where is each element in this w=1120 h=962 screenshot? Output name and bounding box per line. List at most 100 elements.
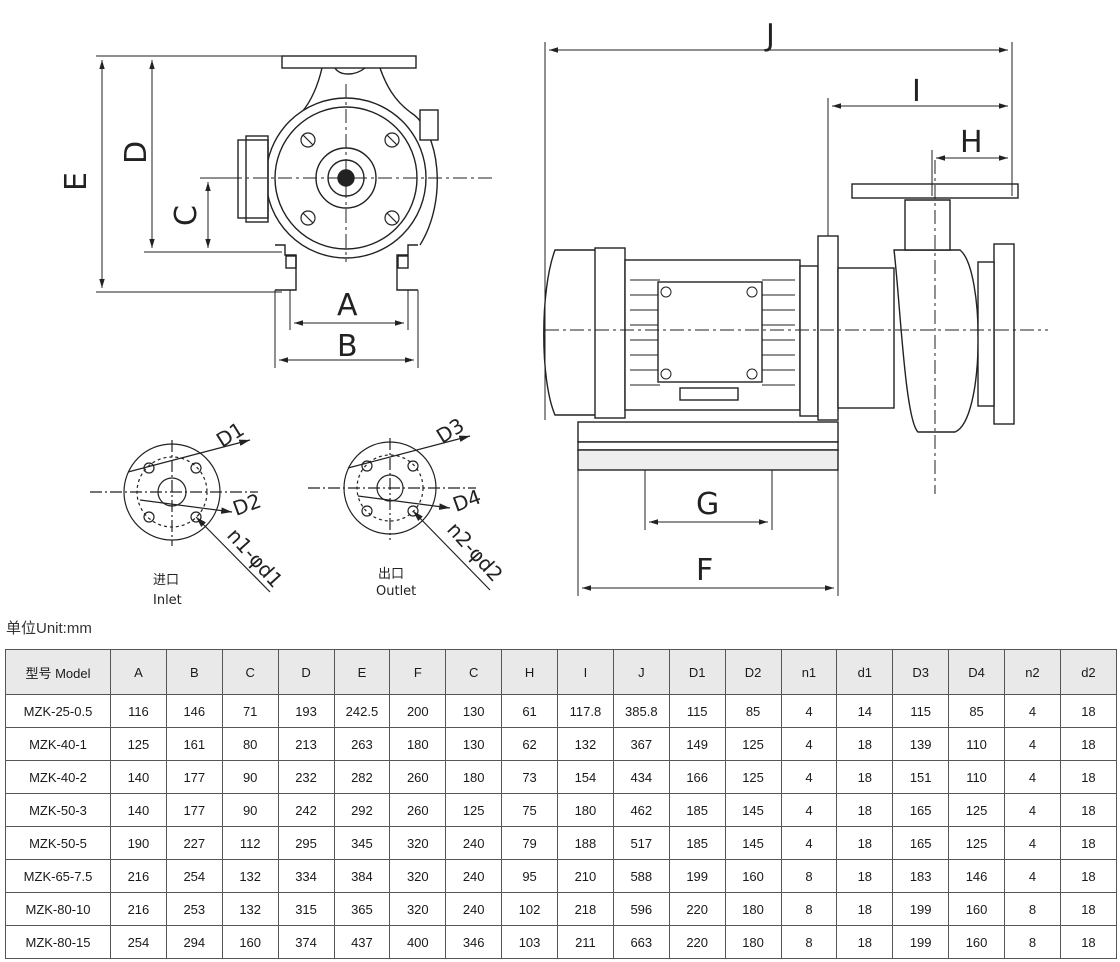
dim-label-d4: D4 bbox=[450, 485, 485, 517]
table-cell: 139 bbox=[892, 727, 950, 761]
table-cell: 385.8 bbox=[612, 694, 670, 728]
outlet-caption-en: Outlet bbox=[376, 584, 416, 599]
table-cell: 151 bbox=[892, 760, 950, 794]
table-cell: 232 bbox=[277, 760, 335, 794]
table-cell: 18 bbox=[836, 859, 894, 893]
table-cell: 154 bbox=[557, 760, 614, 794]
table-cell: 434 bbox=[612, 760, 670, 794]
table-cell: 18 bbox=[1059, 826, 1118, 860]
side-view-dimensions bbox=[544, 42, 1013, 596]
table-cell: 132 bbox=[221, 892, 279, 926]
model-cell: MZK-40-1 bbox=[5, 727, 111, 761]
table-cell: 216 bbox=[110, 892, 167, 926]
table-cell: 188 bbox=[557, 826, 614, 860]
table-cell: 346 bbox=[445, 925, 503, 959]
outlet-flange-drawing bbox=[308, 435, 491, 591]
table-cell: 116 bbox=[110, 694, 167, 728]
inlet-flange-drawing bbox=[90, 439, 271, 593]
table-cell: 4 bbox=[780, 793, 838, 827]
table-cell: 132 bbox=[221, 859, 279, 893]
model-cell: MZK-25-0.5 bbox=[5, 694, 111, 728]
table-header-cell: D2 bbox=[724, 649, 782, 695]
table-cell: 71 bbox=[221, 694, 279, 728]
table-cell: 177 bbox=[165, 760, 223, 794]
table-cell: 160 bbox=[724, 859, 782, 893]
model-cell: MZK-80-10 bbox=[5, 892, 111, 926]
table-cell: 90 bbox=[221, 793, 279, 827]
table-cell: 125 bbox=[445, 793, 503, 827]
front-view bbox=[228, 55, 494, 291]
table-cell: 199 bbox=[668, 859, 726, 893]
table-cell: 365 bbox=[333, 892, 391, 926]
table-cell: 18 bbox=[1059, 925, 1118, 959]
table-cell: 132 bbox=[557, 727, 614, 761]
table-cell: 242 bbox=[277, 793, 335, 827]
table-cell: 213 bbox=[277, 727, 335, 761]
table-cell: 103 bbox=[501, 925, 558, 959]
table-cell: 80 bbox=[221, 727, 279, 761]
table-cell: 193 bbox=[277, 694, 335, 728]
table-cell: 211 bbox=[557, 925, 614, 959]
table-cell: 437 bbox=[333, 925, 391, 959]
table-cell: 180 bbox=[557, 793, 614, 827]
table-cell: 295 bbox=[277, 826, 335, 860]
table-cell: 166 bbox=[668, 760, 726, 794]
table-cell: 8 bbox=[780, 859, 838, 893]
table-cell: 220 bbox=[668, 925, 726, 959]
table-cell: 384 bbox=[333, 859, 391, 893]
table-cell: 18 bbox=[1059, 727, 1118, 761]
table-cell: 183 bbox=[892, 859, 950, 893]
table-cell: 4 bbox=[1004, 694, 1061, 728]
table-cell: 115 bbox=[892, 694, 950, 728]
table-cell: 161 bbox=[165, 727, 223, 761]
table-header-cell: D1 bbox=[668, 649, 726, 695]
table-cell: 18 bbox=[1059, 694, 1118, 728]
table-cell: 240 bbox=[445, 859, 503, 893]
dim-label-h: H bbox=[960, 125, 983, 160]
table-cell: 4 bbox=[1004, 859, 1061, 893]
table-cell: 199 bbox=[892, 925, 950, 959]
model-cell: MZK-80-15 bbox=[5, 925, 111, 959]
table-cell: 253 bbox=[165, 892, 223, 926]
dim-label-e: E bbox=[59, 172, 94, 191]
table-header-cell: d2 bbox=[1059, 649, 1118, 695]
table-cell: 254 bbox=[110, 925, 167, 959]
table-cell: 145 bbox=[724, 826, 782, 860]
table-cell: 240 bbox=[445, 892, 503, 926]
table-cell: 200 bbox=[389, 694, 447, 728]
table-cell: 663 bbox=[612, 925, 670, 959]
table-cell: 254 bbox=[165, 859, 223, 893]
table-cell: 8 bbox=[780, 892, 838, 926]
table-cell: 4 bbox=[1004, 760, 1061, 794]
table-cell: 95 bbox=[501, 859, 558, 893]
front-view-dimensions bbox=[96, 55, 419, 368]
table-header-cell: F bbox=[389, 649, 447, 695]
table-cell: 18 bbox=[836, 727, 894, 761]
inlet-caption-cn: 进口 bbox=[153, 573, 179, 588]
table-cell: 14 bbox=[836, 694, 894, 728]
dim-label-d: D bbox=[119, 141, 154, 164]
table-cell: 85 bbox=[724, 694, 782, 728]
table-header-cell: n1 bbox=[780, 649, 838, 695]
table-cell: 125 bbox=[724, 760, 782, 794]
table-cell: 165 bbox=[892, 826, 950, 860]
table-cell: 180 bbox=[389, 727, 447, 761]
dim-label-a: A bbox=[337, 288, 358, 323]
table-header-cell: D bbox=[277, 649, 335, 695]
side-view bbox=[543, 183, 1019, 471]
side-view-centerline bbox=[545, 160, 1048, 494]
table-header-cell: E bbox=[333, 649, 391, 695]
table-header-cell: B bbox=[165, 649, 223, 695]
model-cell: MZK-40-2 bbox=[5, 760, 111, 794]
table-cell: 282 bbox=[333, 760, 391, 794]
table-cell: 4 bbox=[1004, 826, 1061, 860]
table-cell: 185 bbox=[668, 826, 726, 860]
table-header-cell: n2 bbox=[1004, 649, 1061, 695]
table-header-cell: d1 bbox=[836, 649, 894, 695]
dim-label-g: G bbox=[696, 487, 719, 522]
table-cell: 199 bbox=[892, 892, 950, 926]
